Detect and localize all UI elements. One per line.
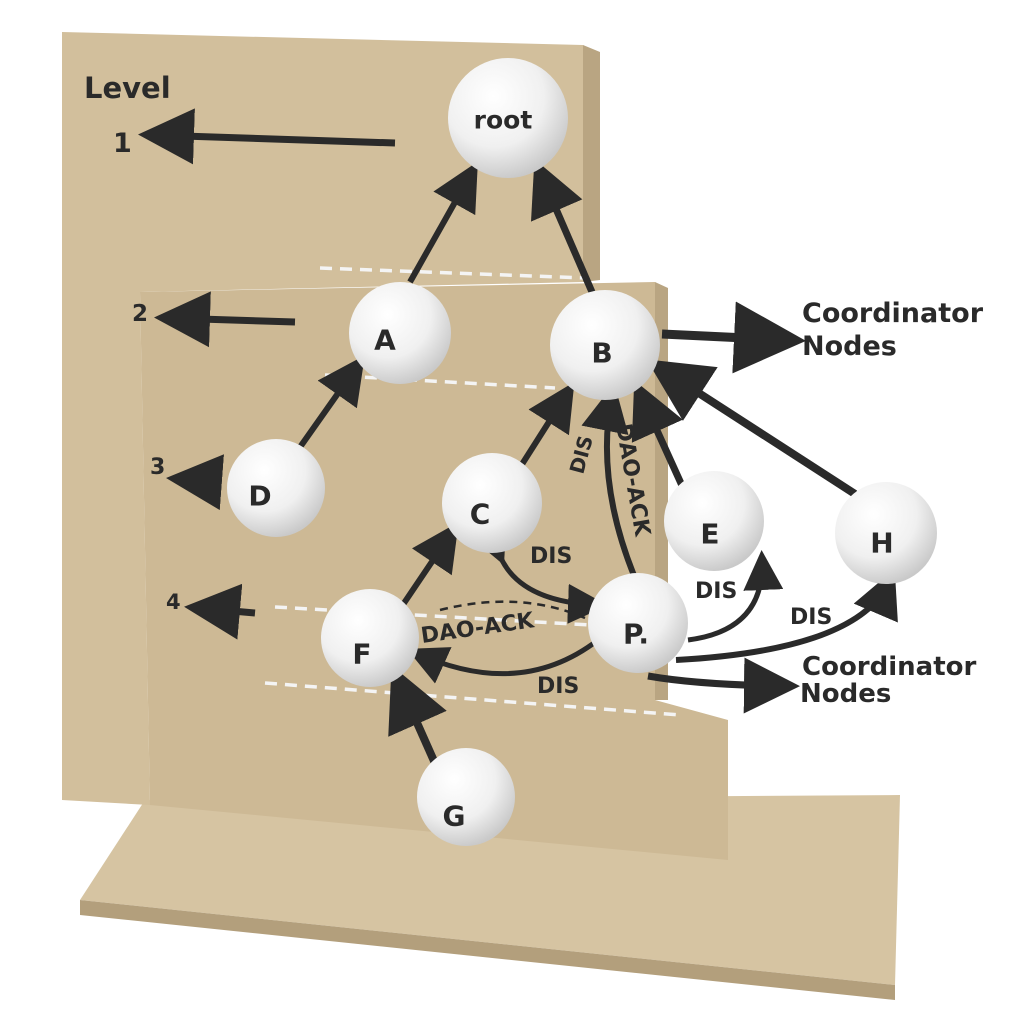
node-g: G [417,748,515,846]
node-p: P. [588,573,688,673]
label-dis-p-e: DIS [695,579,737,604]
node-b: B [550,290,660,400]
edge-a-root [407,161,478,284]
coordinator-top-line1: Coordinator [802,298,984,329]
node-a: A [349,282,451,384]
coordinator-bottom-line1: Coordinator [802,652,976,682]
label-dis-p-h: DIS [790,605,832,630]
separator-1 [319,266,586,280]
node-p-label: P. [623,618,649,651]
node-root: root [448,58,568,178]
edge-f-p-dashed [439,600,586,620]
node-root-label: root [474,106,533,135]
level-legend: Level 1 2 3 4 [84,71,396,640]
node-b-label: B [591,337,612,370]
node-e: E [664,471,764,571]
node-f-label: F [352,638,371,671]
edge-c-p [469,520,608,624]
level-3-label: 3 [150,455,165,480]
edge-p-h [675,568,898,663]
coordinator-bottom-line2: Nodes [800,679,891,709]
level-4-label: 4 [166,590,181,614]
level-2-label: 2 [132,301,148,327]
edge-p-coord [647,657,800,714]
edge-d-a [295,355,365,452]
edge-b-coord [661,301,806,374]
node-g-label: G [443,800,466,833]
level-3-arrow [166,454,224,511]
level-1-arrow [138,108,396,165]
edge-f-c [395,522,459,614]
edge-b-root [531,159,596,294]
node-f: F [321,589,419,687]
edges [295,159,898,772]
edge-p-b [581,383,638,580]
board-side-edge [583,45,600,282]
edge-h-b [646,359,858,498]
coordinator-top-line2: Nodes [802,331,897,362]
node-e-label: E [700,518,719,551]
board-base-front [80,900,895,1000]
separator-4 [264,681,681,717]
node-d: D [227,439,325,537]
label-dis-c-p: DIS [530,544,572,569]
edge-g-f [388,665,447,772]
edge-p-f [406,638,600,684]
label-dis-p-f: DIS [537,674,579,699]
coordinator-labels: Coordinator Nodes Coordinator Nodes [800,298,984,709]
node-c-label: C [470,498,491,531]
nodes: root A B D C E H F [227,58,937,846]
node-d-label: D [248,480,271,513]
edge-p-e [687,550,784,643]
legend-title: Level [84,71,171,105]
node-h-label: H [870,527,893,560]
level-4-arrow [184,583,256,640]
node-a-label: A [374,324,396,357]
node-c: C [442,453,542,553]
level-1-label: 1 [113,128,132,159]
board-tall-panel [62,32,583,805]
level-2-arrow [154,291,296,348]
separator-2 [324,373,556,390]
node-h: H [835,482,937,584]
